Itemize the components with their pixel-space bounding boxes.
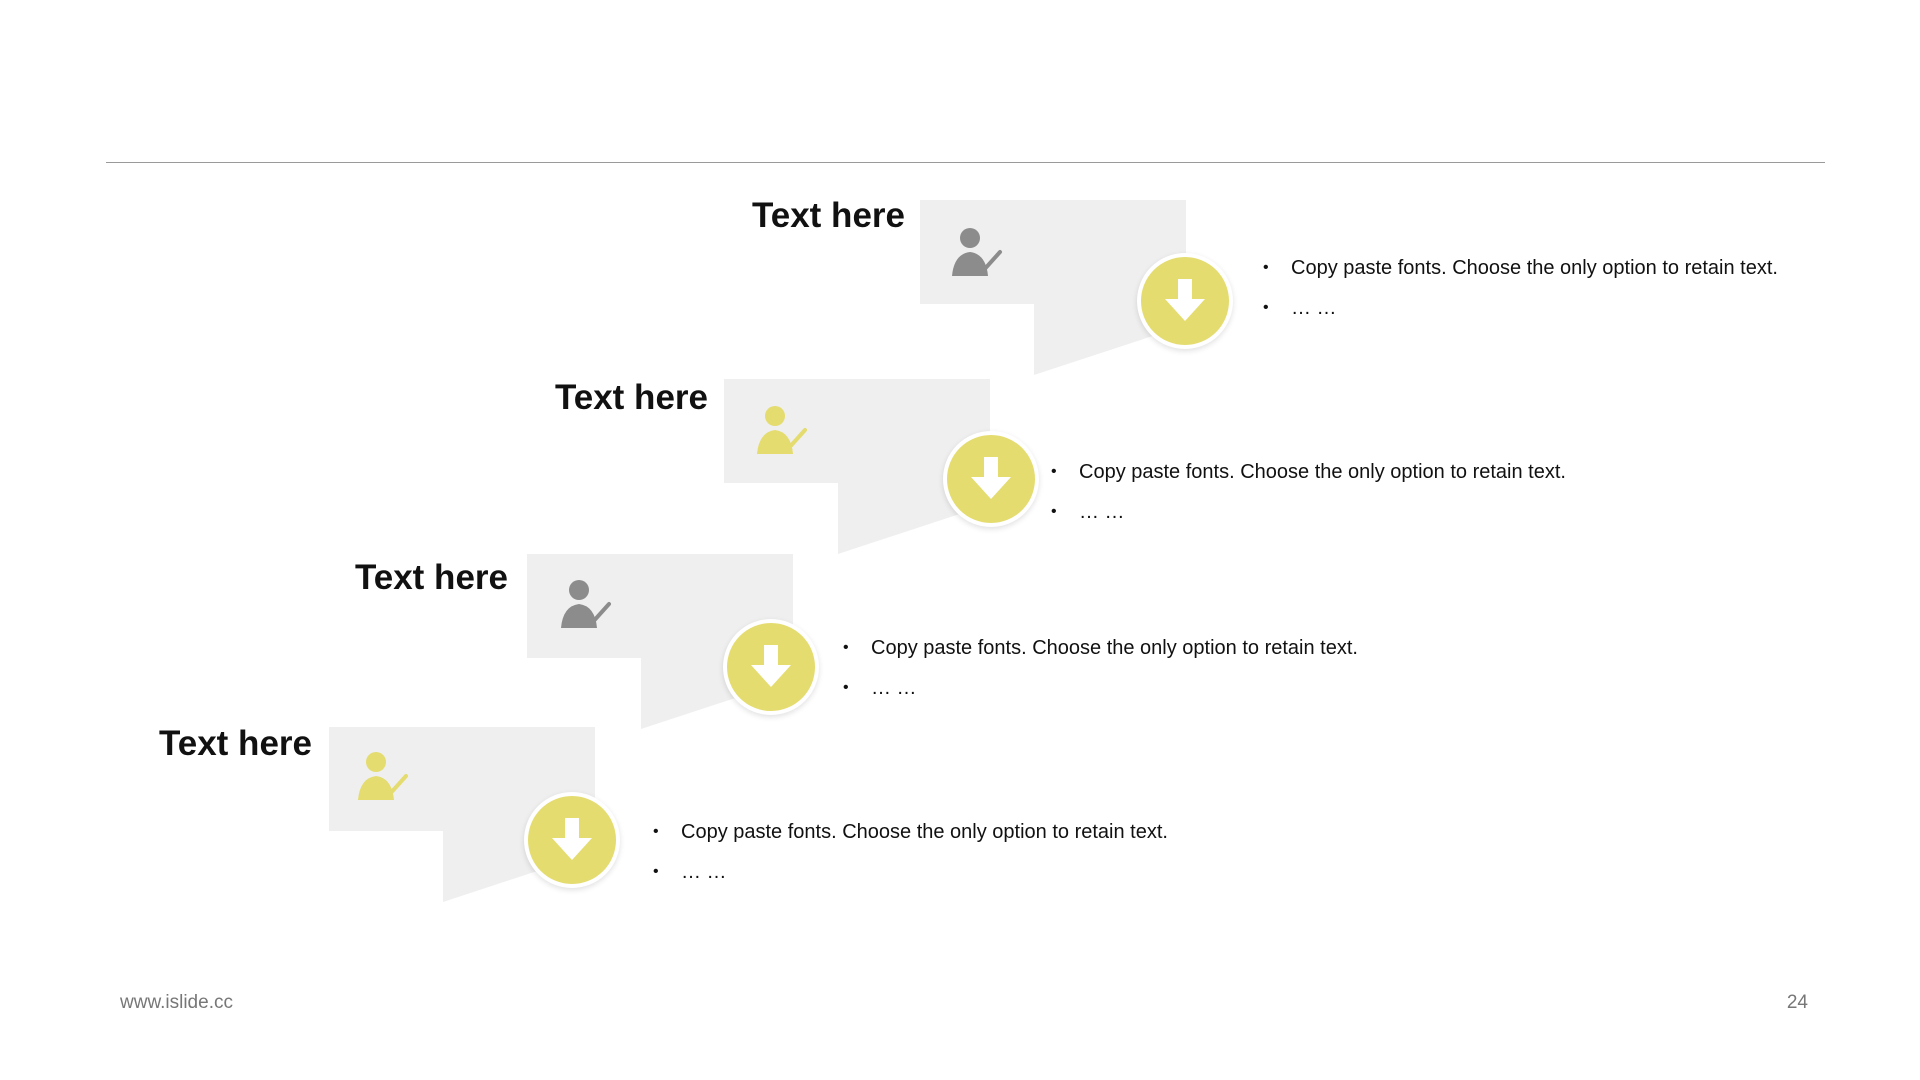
step-bullets: Copy paste fonts. Choose the only option… — [1263, 248, 1803, 328]
down-arrow-icon — [751, 645, 791, 687]
step-title: Text here — [354, 558, 508, 597]
step-card — [724, 379, 1024, 609]
step-title: Text here — [751, 196, 905, 235]
bullet-item: … … — [1263, 288, 1803, 328]
person-check-icon — [952, 228, 1002, 276]
step-bullets: Copy paste fonts. Choose the only option… — [653, 812, 1373, 892]
down-arrow-icon — [971, 457, 1011, 499]
down-arrow-button — [1137, 253, 1233, 349]
bullet-item: … … — [843, 668, 1563, 708]
page-number: 24 — [1786, 992, 1808, 1013]
step-title: Text here — [158, 724, 312, 763]
down-arrow-button — [943, 431, 1039, 527]
bullet-item: … … — [1051, 492, 1771, 532]
top-divider — [106, 162, 1825, 163]
down-arrow-button — [524, 792, 620, 888]
down-arrow-icon — [1165, 279, 1205, 321]
down-arrow-icon — [552, 818, 592, 860]
step-bullets: Copy paste fonts. Choose the only option… — [843, 628, 1563, 708]
bullet-item: Copy paste fonts. Choose the only option… — [1051, 452, 1771, 492]
down-arrow-button — [723, 619, 819, 715]
step-card — [920, 200, 1220, 430]
person-check-icon — [757, 406, 807, 454]
step-title: Text here — [554, 378, 708, 417]
bullet-item: Copy paste fonts. Choose the only option… — [1263, 248, 1803, 288]
bullet-item: Copy paste fonts. Choose the only option… — [653, 812, 1373, 852]
step-bullets: Copy paste fonts. Choose the only option… — [1051, 452, 1771, 532]
bullet-item: … … — [653, 852, 1373, 892]
bullet-item: Copy paste fonts. Choose the only option… — [843, 628, 1563, 668]
person-check-icon — [358, 752, 408, 800]
footer-url[interactable]: www.islide.cc — [120, 992, 233, 1013]
person-check-icon — [561, 580, 611, 628]
